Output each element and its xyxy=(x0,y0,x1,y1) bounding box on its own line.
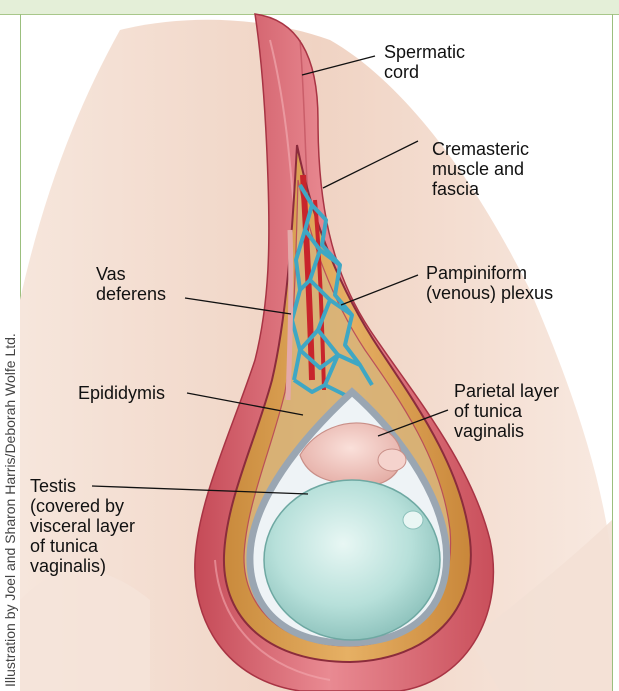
illustration-credit: Illustration by Joel and Sharon Harris/D… xyxy=(2,333,18,687)
label-pampiniform-plexus: Pampiniform (venous) plexus xyxy=(426,263,553,303)
label-testis: Testis (covered by visceral layer of tun… xyxy=(30,476,135,576)
label-spermatic-cord: Spermatic cord xyxy=(384,42,465,82)
label-cremasteric-muscle: Cremasteric muscle and fascia xyxy=(432,139,529,199)
label-epididymis: Epididymis xyxy=(78,383,165,403)
label-vas-deferens: Vas deferens xyxy=(96,264,166,304)
label-parietal-layer: Parietal layer of tunica vaginalis xyxy=(454,381,559,441)
